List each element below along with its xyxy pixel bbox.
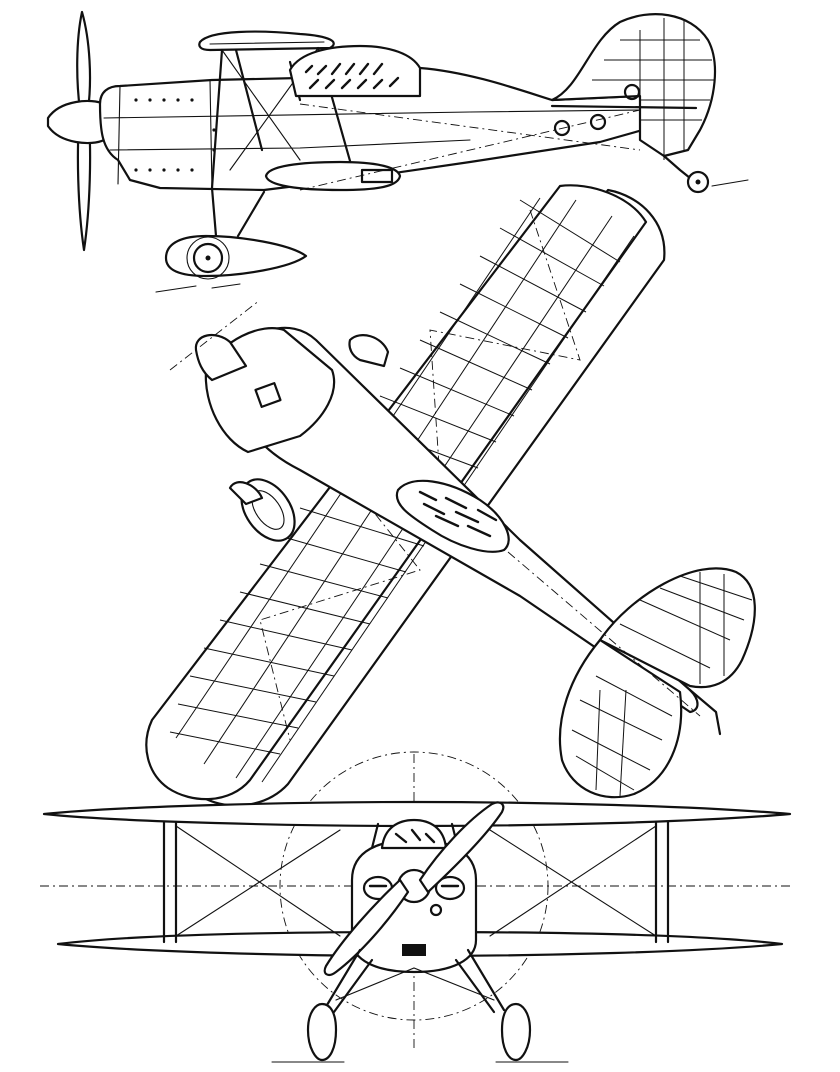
front-propeller-blade (323, 878, 410, 976)
front-propeller-blade (418, 801, 505, 894)
side-main-gear-leg (236, 190, 266, 238)
side-cabane-strut (234, 48, 264, 152)
plan-propeller (348, 334, 390, 368)
front-upper-wing (42, 800, 792, 828)
side-canopy (288, 44, 422, 98)
side-cowl-panel-line (117, 85, 121, 185)
side-cowl-panel-line (109, 139, 471, 151)
front-wheel-left (306, 1002, 338, 1062)
side-spinner (46, 99, 106, 145)
front-view (40, 751, 792, 1063)
plan-propeller (194, 333, 248, 382)
side-cowl-panel-line (103, 109, 641, 119)
front-cowl-inlet (434, 875, 466, 901)
plan-horizontal-stabilizer-left (558, 638, 683, 799)
side-upper-wing (198, 30, 335, 52)
side-main-gear-leg (210, 186, 218, 238)
side-horizontal-stabilizer (550, 104, 698, 110)
plan-canopy-hatching (418, 490, 498, 538)
front-vent (402, 944, 426, 956)
side-cowl-panel-line (209, 79, 213, 191)
plan-tail-ribs (571, 572, 753, 797)
front-canopy-hatching (394, 828, 436, 844)
plan-canopy (395, 479, 510, 553)
side-canopy-hatching (304, 62, 400, 90)
side-rivets (134, 98, 216, 172)
plan-horizontal-stabilizer-right (598, 567, 756, 689)
side-cabane-strut (210, 48, 224, 190)
side-view (46, 10, 749, 293)
plan-view (145, 184, 756, 807)
front-wheel-right (500, 1002, 532, 1062)
